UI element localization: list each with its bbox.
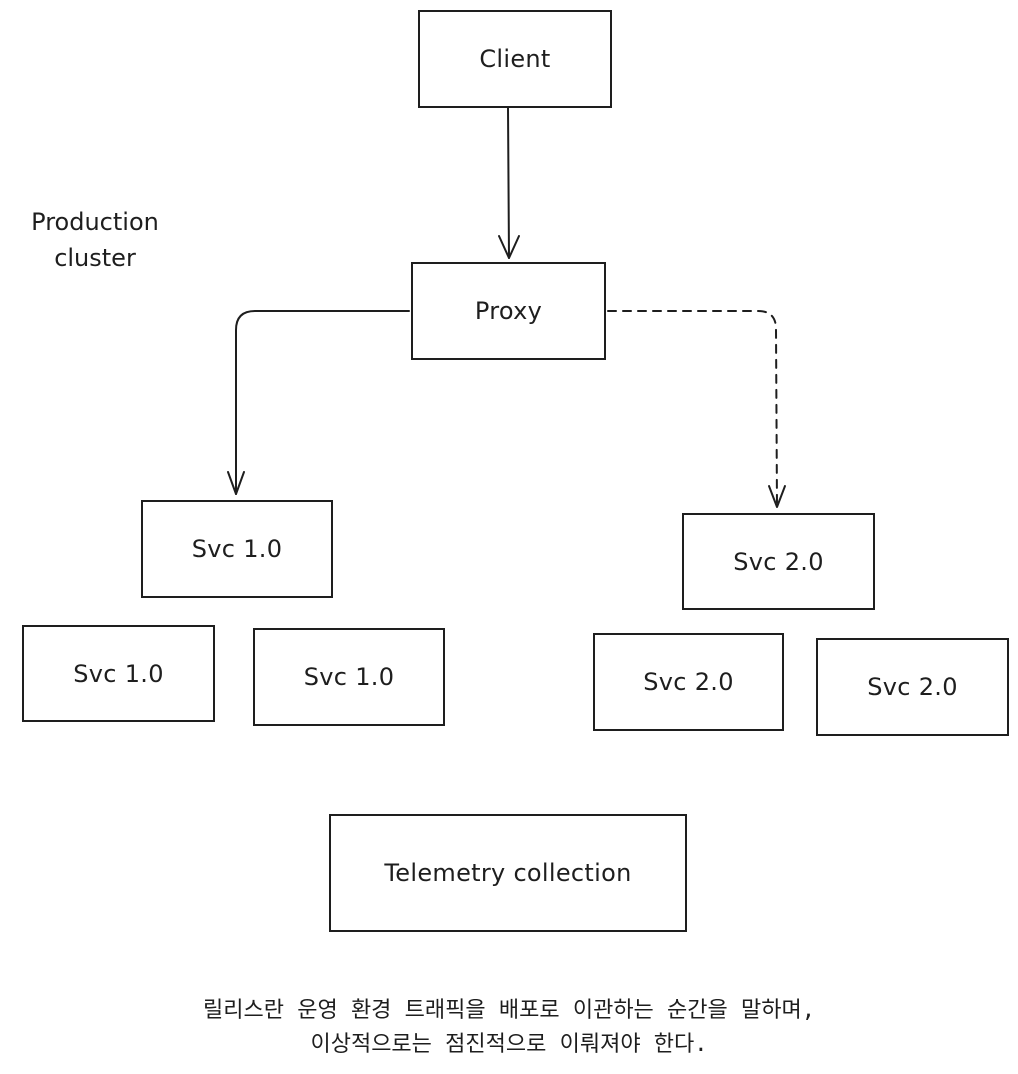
svc-v2-replica-a-label: Svc 2.0 [643,668,734,696]
svc-v1-main-label: Svc 1.0 [191,535,283,563]
proxy-label: Proxy [474,297,543,325]
cluster-label-line1: Production [31,208,159,236]
svc-v2-replica-b-label: Svc 2.0 [867,673,958,701]
telemetry-node: Telemetry collection [329,814,687,932]
caption-line2: 이상적으로는 점진적으로 이뤄져야 한다. [310,1032,708,1057]
svc-v1-replica-b-label: Svc 1.0 [303,663,395,691]
client-node: Client [418,10,612,108]
caption-line1: 릴리스란 운영 환경 트래픽을 배포로 이관하는 순간을 말하며, [203,998,815,1023]
svc-v1-replica-a-node: Svc 1.0 [22,625,215,722]
edge-client-proxy-arrowhead [498,235,520,259]
edge-proxy-svc-v2 [607,310,778,508]
svc-v2-main-label: Svc 2.0 [733,547,824,576]
svc-v2-main-node: Svc 2.0 [682,513,875,610]
edge-proxy-svc-v1 [235,310,410,495]
caption: 릴리스란 운영 환경 트래픽을 배포로 이관하는 순간을 말하며, 이상적으로는… [0,994,1018,1062]
svc-v2-replica-b-node: Svc 2.0 [816,638,1009,736]
svc-v2-replica-a-node: Svc 2.0 [593,633,784,731]
proxy-node: Proxy [411,262,606,360]
production-cluster-label: Production cluster [10,204,180,276]
telemetry-label: Telemetry collection [384,859,632,887]
edge-proxy-svc-v2-arrowhead [768,485,786,508]
svc-v1-replica-a-label: Svc 1.0 [73,659,164,688]
client-label: Client [479,45,551,73]
svc-v1-main-node: Svc 1.0 [141,500,333,598]
edge-proxy-svc-v1-arrowhead [227,471,245,495]
edge-client-proxy [507,107,510,259]
cluster-label-line2: cluster [54,244,136,272]
svc-v1-replica-b-node: Svc 1.0 [253,628,445,726]
